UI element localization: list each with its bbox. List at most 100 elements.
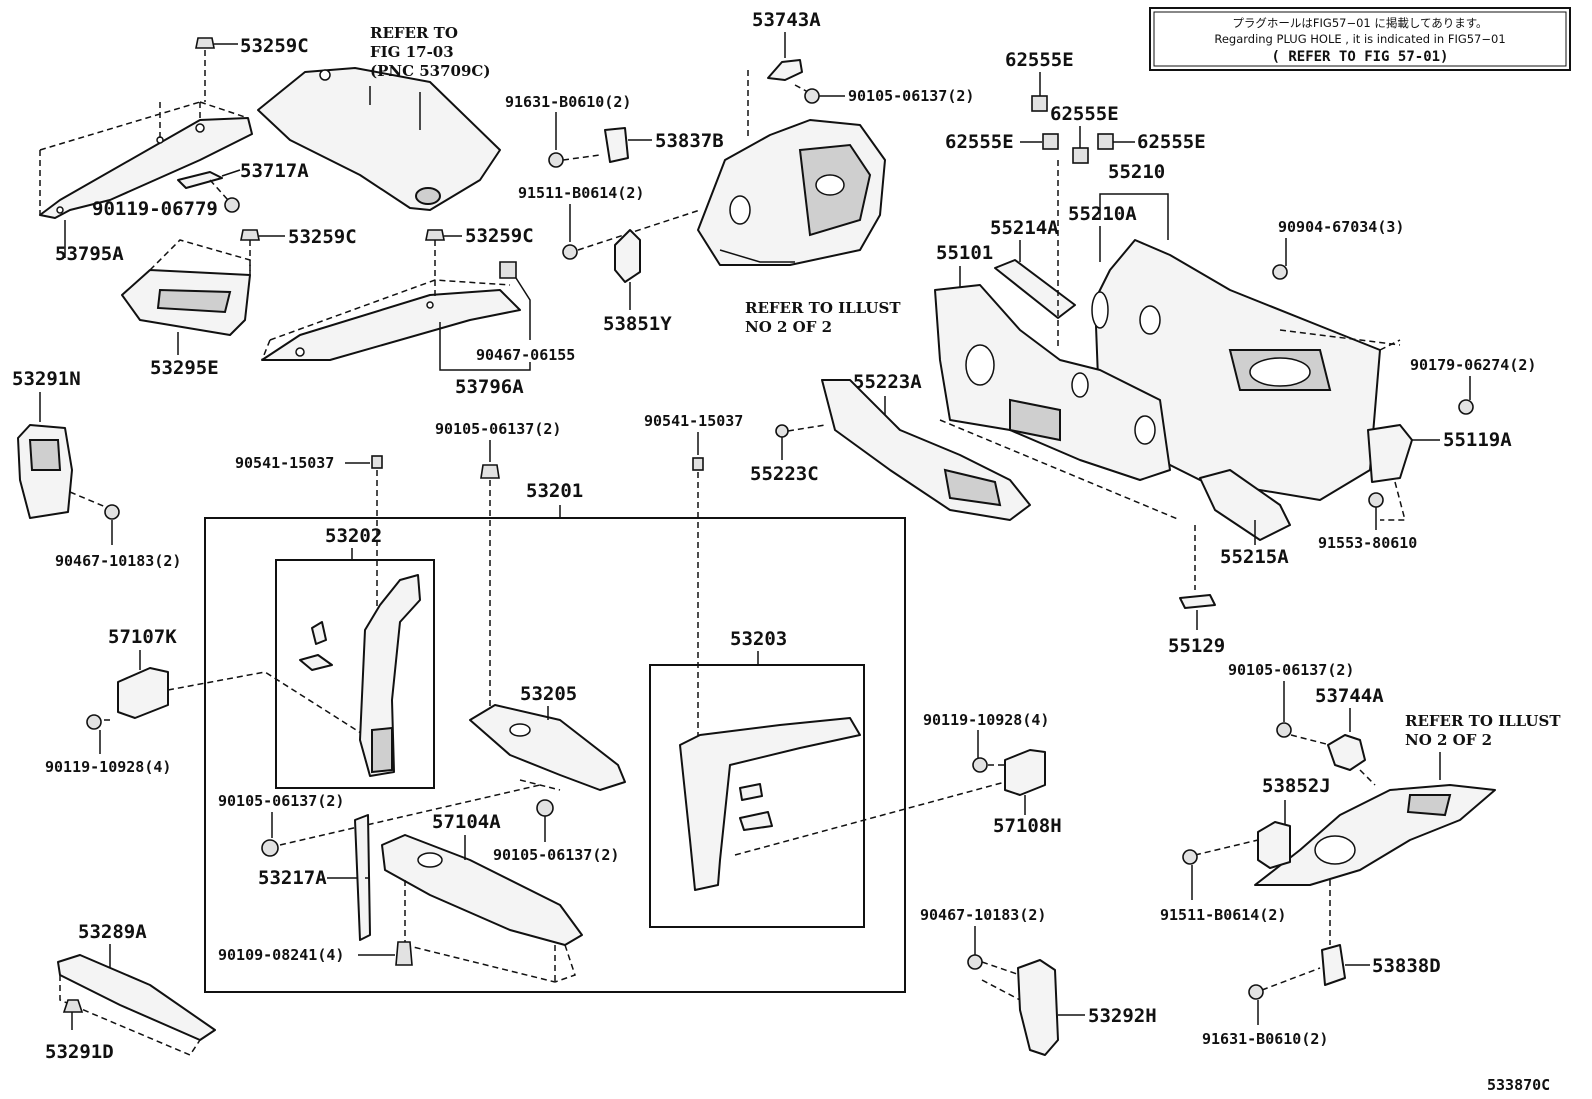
note-illust2-b-line2: NO 2 OF 2 xyxy=(1405,731,1492,749)
bolt-91631-B0610-top xyxy=(548,152,601,168)
label-90119-10928-left: 90119-10928(4) xyxy=(45,758,171,776)
label-53202: 53202 xyxy=(325,525,382,547)
label-90105-06137-low2: 90105-06137(2) xyxy=(493,846,619,864)
label-55101: 55101 xyxy=(936,242,993,264)
part-53838D xyxy=(1321,944,1370,986)
part-53795A xyxy=(39,40,253,219)
note-illust2-b-line1: REFER TO ILLUST xyxy=(1405,712,1561,730)
nut-90467-06155 xyxy=(499,261,531,340)
nut-90467-10183-left xyxy=(104,504,120,520)
label-57104A: 57104A xyxy=(432,811,501,833)
label-53851Y: 53851Y xyxy=(603,313,672,335)
part-55129 xyxy=(1179,594,1216,630)
clip-53259C-a xyxy=(195,37,238,49)
label-91553-80610: 91553-80610 xyxy=(1318,534,1417,552)
part-53796A xyxy=(261,240,521,361)
label-55129: 55129 xyxy=(1168,635,1225,657)
part-apron-lower xyxy=(1254,784,1496,886)
note-pnc-53709C: (PNC 53709C) xyxy=(370,62,490,80)
label-55214A: 55214A xyxy=(990,217,1059,239)
nut-91553-80610 xyxy=(1368,492,1384,508)
part-53743A xyxy=(767,59,803,81)
grommet-62555E-c xyxy=(1042,133,1059,150)
label-53838D: 53838D xyxy=(1372,955,1441,977)
part-55119A xyxy=(1367,424,1440,483)
bolt-91511-B0614-top xyxy=(562,209,701,260)
label-53259C-c: 53259C xyxy=(465,225,534,247)
label-91631-B0610-top: 91631-B0610(2) xyxy=(505,93,631,111)
part-53709C-cowl-panel xyxy=(257,67,501,211)
label-55223A: 55223A xyxy=(853,371,922,393)
label-53217A: 53217A xyxy=(258,867,327,889)
clip-53259C-b xyxy=(240,229,285,275)
part-53851Y xyxy=(614,229,641,310)
part-53217A xyxy=(354,814,371,941)
label-53744A: 53744A xyxy=(1315,685,1384,707)
note-refer-to: REFER TO xyxy=(370,24,458,42)
label-90105-06137-low: 90105-06137(2) xyxy=(218,792,344,810)
note-illust2-a-line2: NO 2 OF 2 xyxy=(745,318,832,336)
grommet-62555E-a xyxy=(1031,95,1048,112)
part-57107K xyxy=(117,667,169,719)
part-53717A xyxy=(177,169,241,189)
label-53203: 53203 xyxy=(730,628,787,650)
part-53289A xyxy=(57,954,216,1056)
bolt-91511-B0614-right xyxy=(1182,849,1198,865)
label-90105-06137-mid: 90105-06137(2) xyxy=(435,420,561,438)
label-53717A: 53717A xyxy=(240,160,309,182)
grommet-62555E-d xyxy=(1097,133,1114,150)
label-53796A: 53796A xyxy=(455,376,524,398)
part-53292H xyxy=(1017,959,1085,1056)
label-90119-10928-right: 90119-10928(4) xyxy=(923,711,1049,729)
label-90105-06137-right: 90105-06137(2) xyxy=(1228,661,1354,679)
label-91511-B0614-top: 91511-B0614(2) xyxy=(518,184,644,202)
label-90541-15037-a: 90541-15037 xyxy=(235,454,334,472)
part-53202-support xyxy=(299,574,421,777)
bolt-90105-06137-right xyxy=(1276,722,1292,738)
label-62555E-b: 62555E xyxy=(1050,103,1119,125)
plug-hole-reference-note: プラグホールはFIG57−01 に掲載してあります。 Regarding PLU… xyxy=(1149,7,1571,71)
label-90467-06155: 90467-06155 xyxy=(476,346,575,364)
label-90541-15037-b: 90541-15037 xyxy=(644,412,743,430)
label-90179-06274: 90179-06274(2) xyxy=(1410,356,1536,374)
label-90904-67034: 90904-67034(3) xyxy=(1278,218,1404,236)
part-55214A xyxy=(994,259,1076,319)
label-55210: 55210 xyxy=(1108,161,1165,183)
part-53295E xyxy=(121,239,251,336)
label-90119-06779: 90119-06779 xyxy=(92,198,218,220)
label-53291N: 53291N xyxy=(12,368,81,390)
figure-code: 533870C xyxy=(1487,1076,1550,1094)
label-90467-10183-right: 90467-10183(2) xyxy=(920,906,1046,924)
label-55119A: 55119A xyxy=(1443,429,1512,451)
bolt-90119-10928-right xyxy=(972,757,988,773)
bolt-90119-06779 xyxy=(209,179,240,213)
label-91631-B0610-right: 91631-B0610(2) xyxy=(1202,1030,1328,1048)
bolt-90109-08241 xyxy=(395,941,413,966)
part-53203-support xyxy=(679,717,861,891)
label-57108H: 57108H xyxy=(993,815,1062,837)
label-53837B: 53837B xyxy=(655,130,724,152)
group-box-53201 xyxy=(204,517,906,993)
label-62555E-d: 62555E xyxy=(1137,131,1206,153)
label-90105-06137-top: 90105-06137(2) xyxy=(848,87,974,105)
label-55215A: 55215A xyxy=(1220,546,1289,568)
part-57104A xyxy=(381,834,583,983)
label-53201: 53201 xyxy=(526,480,583,502)
part-53852J xyxy=(1257,821,1291,869)
label-90467-10183-left: 90467-10183(2) xyxy=(55,552,181,570)
part-53291N xyxy=(17,424,73,519)
label-57107K: 57107K xyxy=(108,626,177,648)
bolt-90105-06137-mid xyxy=(480,464,500,479)
group-box-53202 xyxy=(275,559,435,789)
label-53295E: 53295E xyxy=(150,357,219,379)
clip-90179-06274 xyxy=(1458,399,1474,415)
clip-53259C-c xyxy=(425,229,462,241)
part-53744A xyxy=(1327,734,1376,786)
part-55223A xyxy=(821,379,1031,521)
bolt-90105-06137-top xyxy=(794,84,845,104)
stud-90541-15037-b xyxy=(692,457,704,471)
part-apron-upper xyxy=(697,119,886,266)
bolt-90105-06137-low xyxy=(261,839,279,857)
